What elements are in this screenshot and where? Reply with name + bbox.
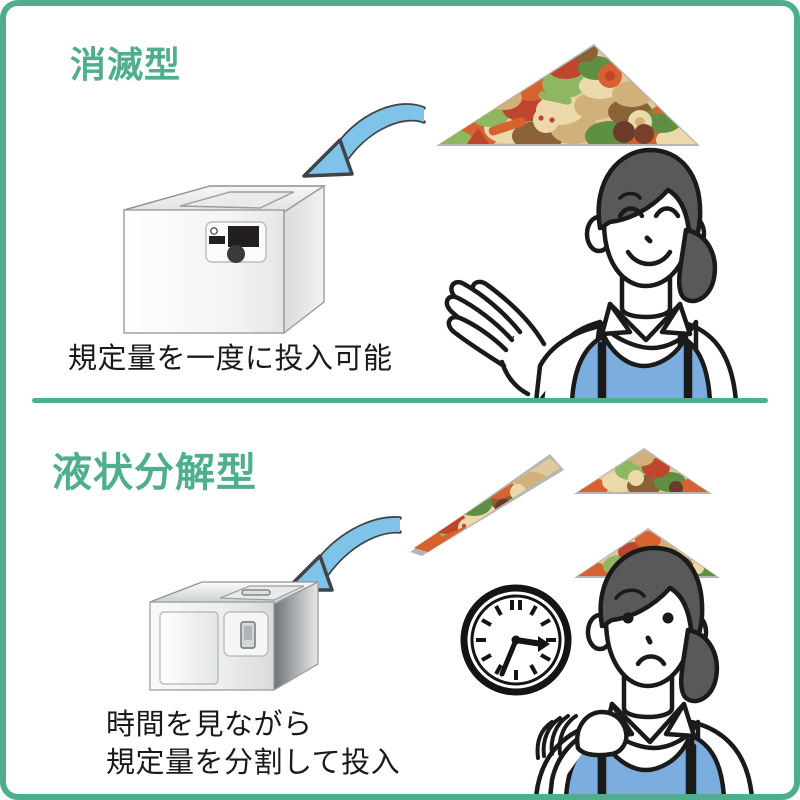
illustration-worried-woman: [512, 540, 794, 794]
machine-liquefying-type: [146, 568, 326, 696]
food-waste-pile-medium: [408, 448, 568, 558]
section-divider: [32, 398, 768, 403]
section-heading-liquefying-type: 液状分解型: [52, 451, 257, 495]
food-waste-pile-large: [434, 32, 704, 152]
section-heading-disappearing-type: 消滅型: [70, 44, 182, 85]
illustration-smiling-woman: [424, 144, 786, 402]
section-caption-disappearing-type: 規定量を一度に投入可能: [68, 343, 393, 375]
wall-clock-icon: [458, 582, 574, 698]
food-waste-pile-small-1: [572, 444, 714, 500]
machine-disappearing-type: [118, 170, 330, 345]
section-panel-liquefying-type: 液状分解型: [6, 402, 794, 794]
section-panel-disappearing-type: 消滅型: [6, 6, 794, 402]
curved-arrow-down-left-top: [288, 92, 430, 188]
control-panel: [205, 221, 267, 263]
section-caption-liquefying-type: 時間を見ながら 規定量を分割して投入: [106, 709, 401, 780]
